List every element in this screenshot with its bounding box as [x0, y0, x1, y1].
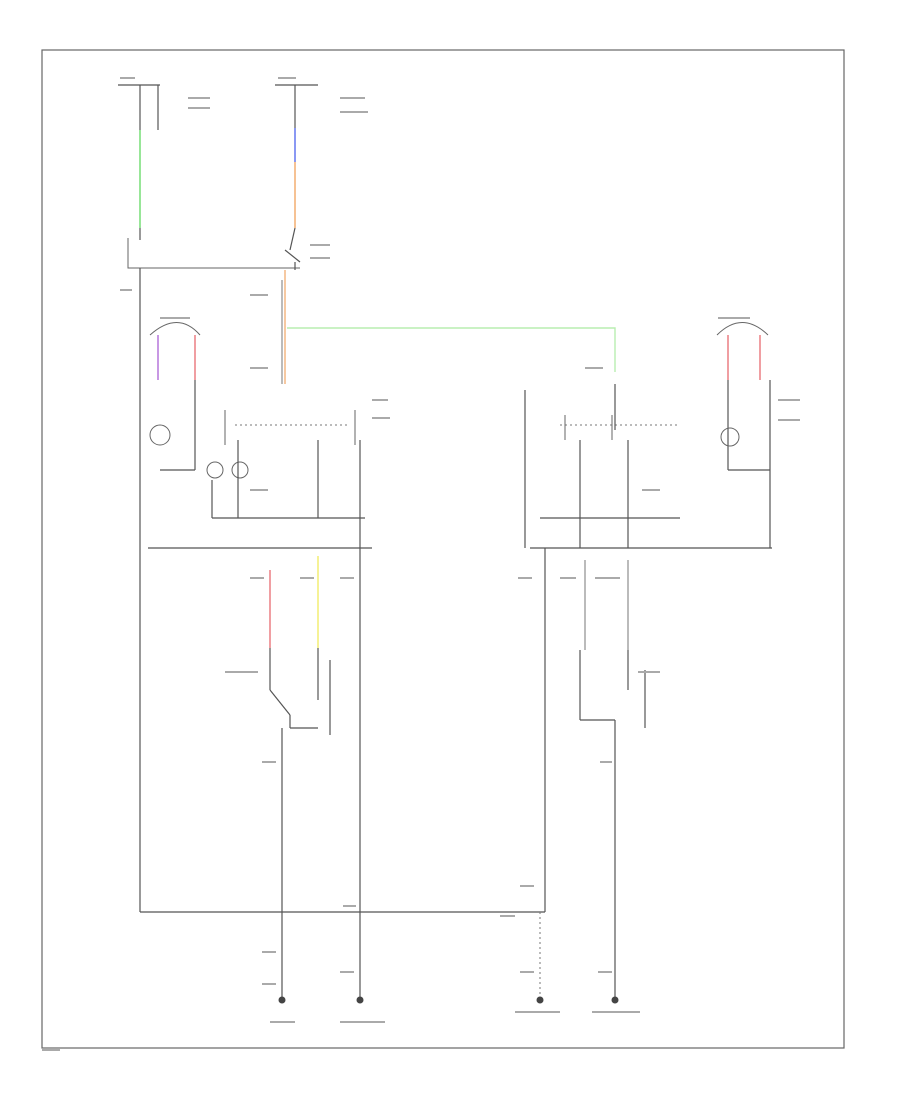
fuse-block-left	[118, 84, 160, 130]
relay-switch-top	[284, 227, 301, 270]
fuse-block-center	[275, 84, 318, 128]
sensor-right	[716, 322, 771, 548]
ground-1	[278, 996, 286, 1004]
illegible-labels	[42, 77, 800, 1051]
ground-4	[611, 996, 619, 1004]
switch-right	[579, 650, 646, 728]
relay-right	[524, 384, 772, 549]
sensor-left	[149, 322, 201, 471]
diagram-frame	[41, 49, 845, 1049]
connector-left-top	[127, 228, 300, 269]
ground-3	[536, 996, 544, 1004]
ground-2	[356, 996, 364, 1004]
wire-light-green-cross	[287, 327, 616, 372]
relay-left	[206, 410, 365, 548]
switch-left	[269, 648, 331, 735]
